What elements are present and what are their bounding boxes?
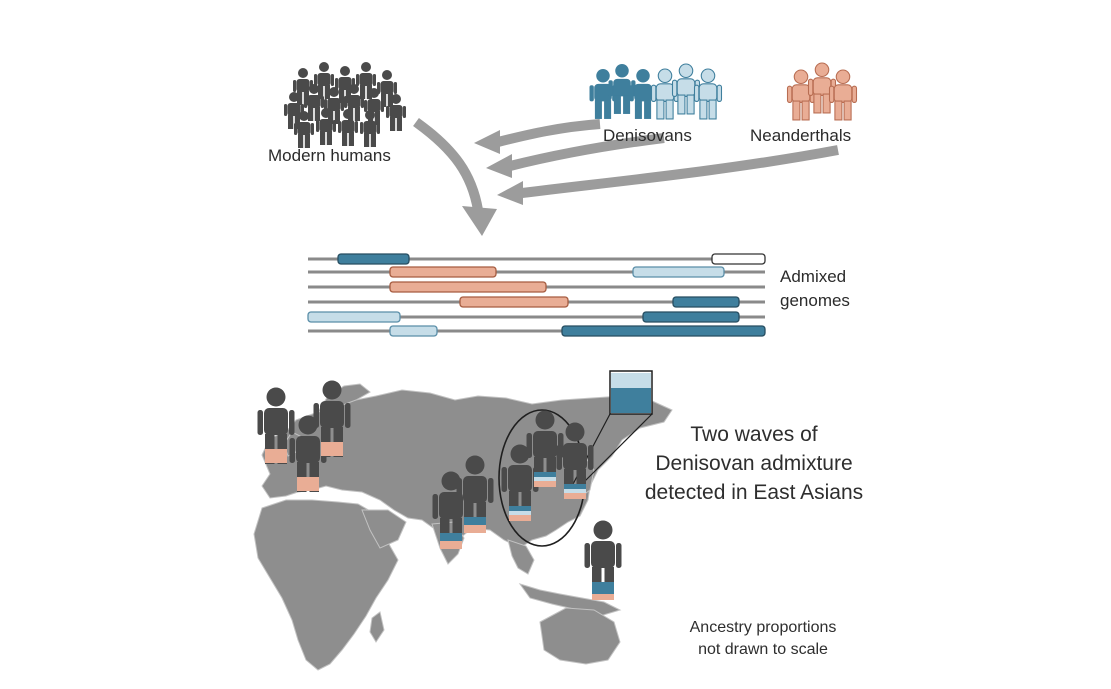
scale-note-line1: Ancestry proportions bbox=[689, 619, 837, 636]
map-person-east-asia-1 bbox=[501, 444, 539, 521]
map-people bbox=[257, 380, 622, 600]
indonesia bbox=[518, 583, 622, 617]
map-person-south-asia-2 bbox=[456, 455, 494, 533]
two-waves-caption-line3: detected in East Asians bbox=[644, 481, 864, 504]
arabia bbox=[361, 509, 407, 549]
denisovans-label: Denisovans bbox=[603, 126, 692, 145]
neanderthals-group bbox=[786, 62, 858, 121]
arrowheads bbox=[462, 130, 523, 236]
map-person-east-asia-3 bbox=[556, 422, 594, 499]
ancestry-proportion-vial bbox=[609, 370, 653, 415]
australia bbox=[539, 607, 621, 665]
map-person-east-asia-2 bbox=[526, 410, 564, 487]
map-person-europe-1 bbox=[257, 387, 295, 464]
gene-flow-arrows bbox=[413, 117, 839, 211]
madagascar bbox=[369, 611, 385, 643]
admixed-genomes bbox=[307, 253, 766, 337]
map-person-south-asia-1 bbox=[432, 471, 470, 549]
africa bbox=[253, 499, 399, 671]
indochina bbox=[507, 539, 535, 575]
neanderthals-label: Neanderthals bbox=[750, 126, 852, 145]
denisovan-arrow-1 bbox=[496, 119, 601, 147]
admixed-genomes-label-line2: genomes bbox=[780, 291, 850, 310]
neanderthal-arrow bbox=[521, 145, 839, 198]
scale-note: Ancestry proportions not drawn to scale bbox=[658, 617, 868, 661]
admixed-genomes-label: Admixed genomes bbox=[780, 265, 850, 313]
modern-humans-label: Modern humans bbox=[268, 146, 391, 165]
map-person-europe-3 bbox=[313, 380, 351, 457]
callout-line-bottom bbox=[577, 413, 653, 489]
modern-humans-group bbox=[284, 62, 406, 148]
map-person-oceania bbox=[584, 520, 622, 600]
admixed-genomes-label-line1: Admixed bbox=[780, 267, 847, 286]
denisovans-group bbox=[589, 63, 723, 120]
modern-lineage-arrow bbox=[413, 117, 483, 211]
two-waves-caption-line1: Two waves of bbox=[690, 423, 818, 446]
denisovan-arrow-2 bbox=[508, 133, 665, 171]
two-waves-caption-line2: Denisovan admixture bbox=[655, 452, 853, 475]
map-person-europe-2 bbox=[289, 415, 327, 492]
scale-note-line2: not drawn to scale bbox=[698, 641, 828, 658]
two-waves-caption: Two waves of Denisovan admixture detecte… bbox=[638, 420, 870, 507]
